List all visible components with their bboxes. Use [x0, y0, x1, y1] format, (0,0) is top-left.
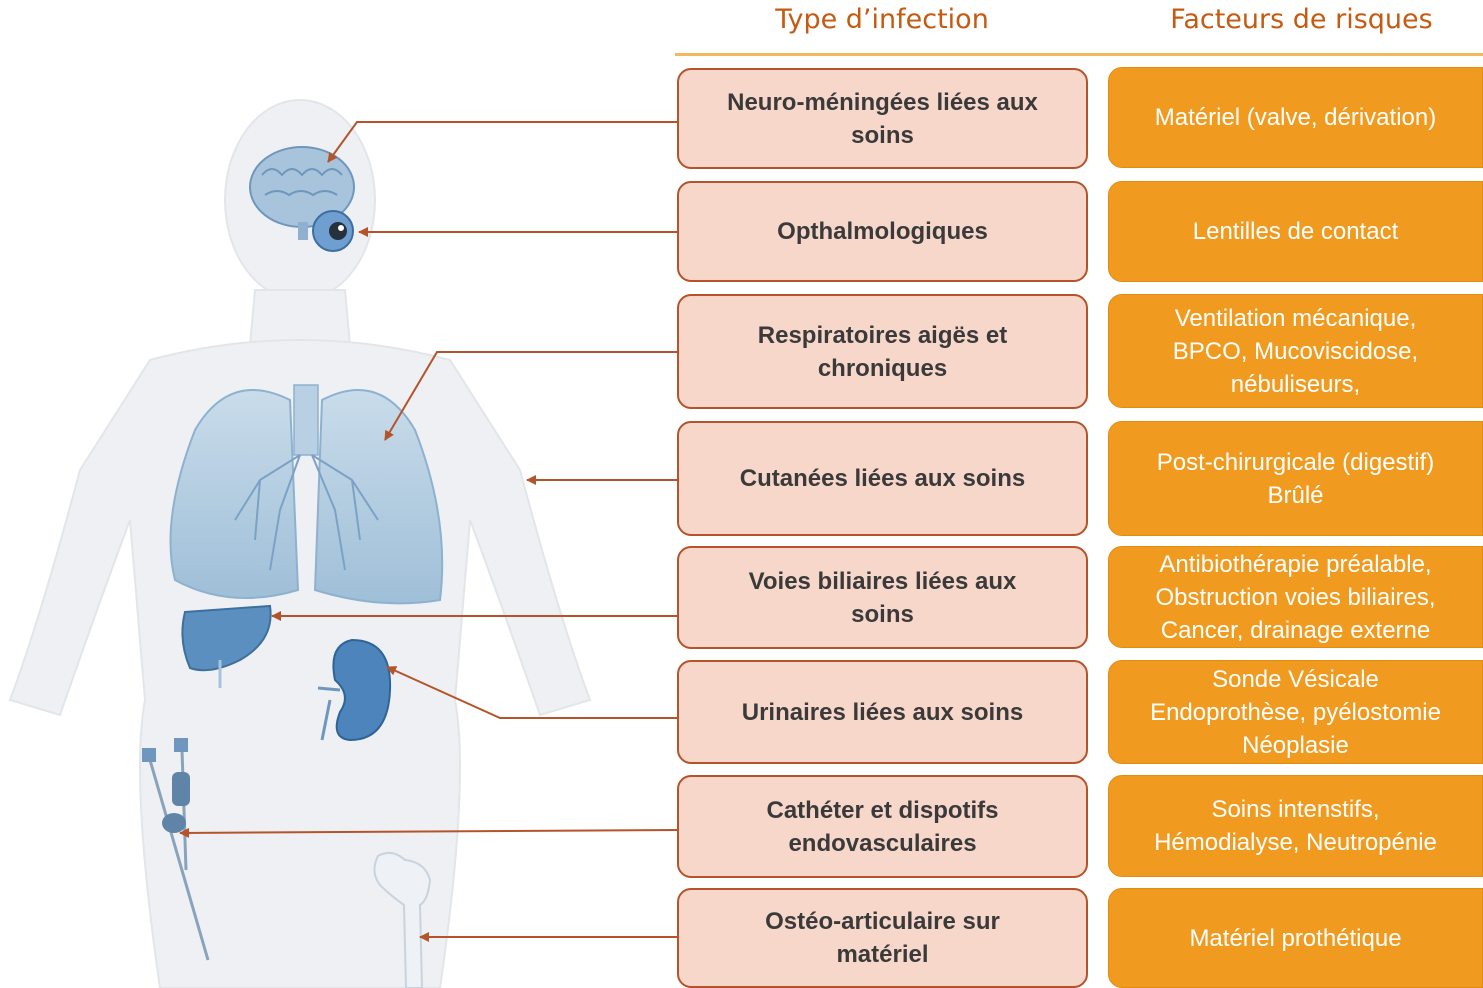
type-label: Voies biliaires liées aux soins: [749, 565, 1017, 631]
type-label: Opthalmologiques: [777, 215, 988, 248]
risk-box-respiratory: Ventilation mécanique, BPCO, Mucoviscido…: [1108, 294, 1483, 408]
risk-label: Post-chirurgicale (digestif) Brûlé: [1157, 446, 1434, 512]
type-box-urinary: Urinaires liées aux soins: [677, 660, 1088, 764]
type-label: Respiratoires aigës et chroniques: [758, 319, 1007, 385]
risk-box-neuro: Matériel (valve, dérivation): [1108, 67, 1483, 168]
type-box-respiratory: Respiratoires aigës et chroniques: [677, 294, 1088, 409]
type-box-ophthalmo: Opthalmologiques: [677, 181, 1088, 282]
risk-box-osteo: Matériel prothétique: [1108, 888, 1483, 988]
risk-box-biliary: Antibiothérapie préalable, Obstruction v…: [1108, 546, 1483, 648]
type-box-biliary: Voies biliaires liées aux soins: [677, 546, 1088, 649]
risk-label: Matériel (valve, dérivation): [1155, 101, 1436, 134]
risk-label: Matériel prothétique: [1189, 922, 1401, 955]
risk-column-header: Facteurs de risques: [1120, 4, 1483, 35]
arrow-neuro: [328, 122, 677, 162]
risk-box-ophthalmo: Lentilles de contact: [1108, 181, 1483, 282]
header-divider: [675, 53, 1483, 56]
type-box-osteo: Ostéo-articulaire sur matériel: [677, 888, 1088, 988]
risk-box-urinary: Sonde Vésicale Endoprothèse, pyélostomie…: [1108, 660, 1483, 764]
risk-box-cutaneous: Post-chirurgicale (digestif) Brûlé: [1108, 421, 1483, 536]
type-box-catheter: Cathéter et dispotifs endovasculaires: [677, 775, 1088, 878]
risk-label: Ventilation mécanique, BPCO, Mucoviscido…: [1173, 302, 1418, 401]
eye-icon: [313, 211, 353, 251]
type-label: Cathéter et dispotifs endovasculaires: [766, 794, 998, 860]
risk-label: Sonde Vésicale Endoprothèse, pyélostomie…: [1150, 663, 1441, 762]
risk-box-catheter: Soins intenstifs, Hémodialyse, Neutropén…: [1108, 775, 1483, 877]
type-box-cutaneous: Cutanées liées aux soins: [677, 421, 1088, 536]
risk-label: Soins intenstifs, Hémodialyse, Neutropén…: [1154, 793, 1437, 859]
risk-label: Lentilles de contact: [1193, 215, 1398, 248]
type-label: Urinaires liées aux soins: [742, 696, 1023, 729]
type-label: Ostéo-articulaire sur matériel: [765, 905, 1000, 971]
risk-label: Antibiothérapie préalable, Obstruction v…: [1155, 548, 1435, 647]
type-label: Neuro-méningées liées aux soins: [727, 86, 1038, 152]
type-label: Cutanées liées aux soins: [740, 462, 1025, 495]
type-column-header: Type d’infection: [712, 4, 1052, 35]
type-box-neuro: Neuro-méningées liées aux soins: [677, 68, 1088, 169]
